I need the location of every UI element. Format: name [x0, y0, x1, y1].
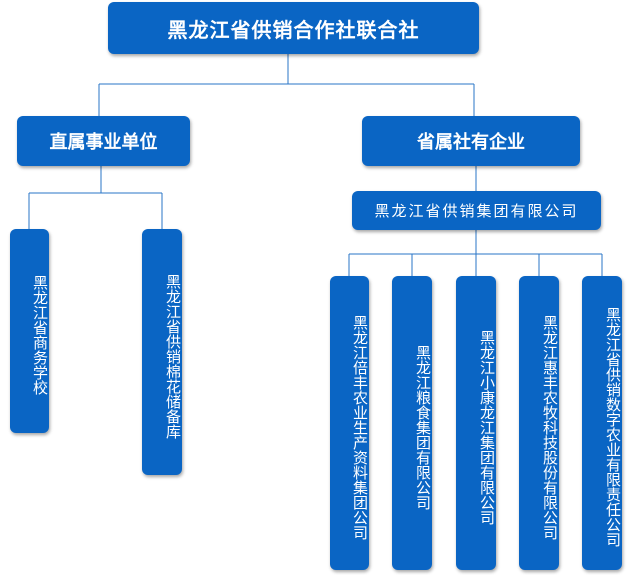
leaf-node-digital-agriculture: 黑龙江省供销数字农业有限责任公司 — [582, 276, 622, 570]
branch-node-provincial-enterprises: 省属社有企业 — [362, 116, 580, 166]
leaf-node-label: 黑龙江粮食集团有限公司 — [414, 344, 432, 510]
leaf-node-label: 黑龙江省供销数字农业有限责任公司 — [604, 307, 622, 547]
group-company-label: 黑龙江省供销集团有限公司 — [374, 202, 579, 220]
leaf-node-label: 黑龙江惠丰农牧科技股份有限公司 — [541, 314, 559, 540]
branch-node-label: 省属社有企业 — [417, 132, 525, 153]
root-node-label: 黑龙江省供销合作社联合社 — [167, 17, 420, 42]
root-node: 黑龙江省供销合作社联合社 — [108, 2, 479, 54]
branch-node-label: 直属事业单位 — [49, 132, 158, 153]
leaf-node-label: 黑龙江省商务学校 — [31, 275, 49, 395]
branch-node-direct-institutions: 直属事业单位 — [17, 116, 190, 166]
leaf-node-grain-group: 黑龙江粮食集团有限公司 — [392, 276, 432, 570]
leaf-node-huifeng: 黑龙江惠丰农牧科技股份有限公司 — [519, 276, 559, 570]
leaf-node-beifeng: 黑龙江倍丰农业生产资料集团公司 — [330, 276, 369, 570]
leaf-node-xiaokang: 黑龙江小康龙江集团有限公司 — [456, 276, 496, 570]
leaf-node-label: 黑龙江省供销棉花储备库 — [164, 273, 182, 439]
group-company-node: 黑龙江省供销集团有限公司 — [352, 191, 601, 230]
leaf-node-label: 黑龙江倍丰农业生产资料集团公司 — [351, 314, 369, 540]
leaf-node-cotton-reserve: 黑龙江省供销棉花储备库 — [142, 229, 182, 475]
leaf-node-commerce-school: 黑龙江省商务学校 — [10, 229, 49, 433]
leaf-node-label: 黑龙江小康龙江集团有限公司 — [478, 329, 496, 525]
